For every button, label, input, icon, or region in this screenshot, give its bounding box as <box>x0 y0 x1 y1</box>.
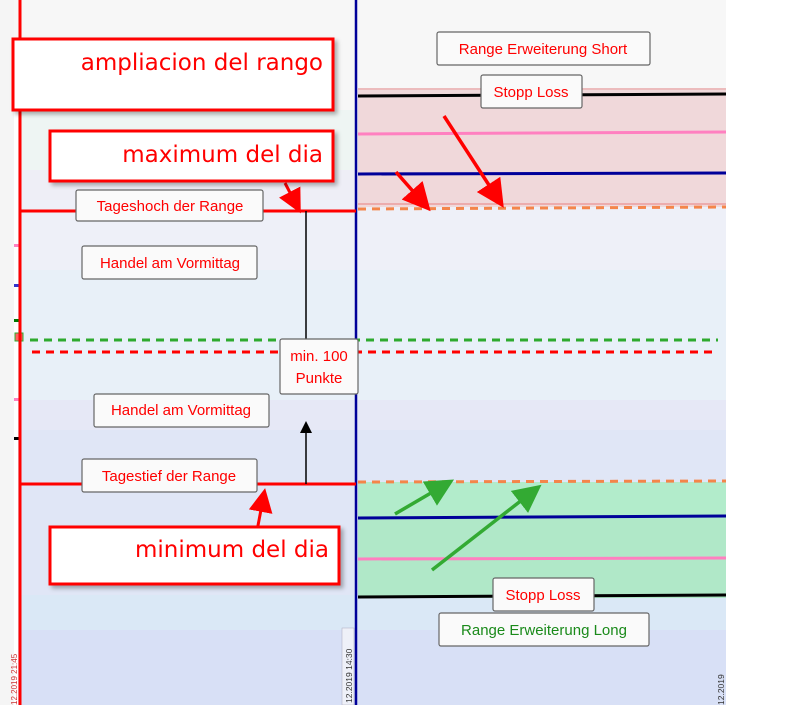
left-axis-strip <box>0 0 14 705</box>
short-pink-line <box>357 130 727 136</box>
long-breakout-dashed <box>357 479 727 484</box>
long-blue-line <box>357 514 727 520</box>
label-range-long: Range Erweiterung Long <box>438 612 650 647</box>
short-blue-line <box>357 171 727 176</box>
tick-mark <box>14 398 19 401</box>
x-label-left: 12.2019 21:45 <box>10 653 19 705</box>
maximum-callout-arrow <box>279 182 301 214</box>
label-min-points-line2: Punkte <box>296 370 343 387</box>
label-range-short: Range Erweiterung Short <box>436 31 651 66</box>
label-handel-top: Handel am Vormittag <box>81 245 258 280</box>
label-range-short-text: Range Erweiterung Short <box>459 41 628 58</box>
label-stopp-loss-bottom: Stopp Loss <box>492 577 595 612</box>
callout-ampliacion-text: ampliacion del rango <box>81 50 323 76</box>
bg-band <box>18 270 726 400</box>
tick-mark <box>14 244 19 247</box>
label-range-long-text: Range Erweiterung Long <box>461 622 627 639</box>
tick-mark <box>14 319 19 322</box>
callout-minimum-text: minimum del dia <box>135 537 329 563</box>
label-handel-bottom-text: Handel am Vormittag <box>111 402 251 419</box>
long-pink-line <box>357 556 727 561</box>
x-label-divider: 12.2019 14:30 <box>341 627 355 706</box>
label-stopp-loss-top: Stopp Loss <box>480 74 583 109</box>
x-tick-label-right: 12.2019 <box>716 674 726 705</box>
tick-mark <box>14 437 19 440</box>
short-arrow-2 <box>442 115 504 208</box>
label-handel-bottom: Handel am Vormittag <box>93 393 270 428</box>
label-stopp-loss-bottom-text: Stopp Loss <box>505 587 580 604</box>
long-arrow-1 <box>394 479 455 516</box>
callout-minimum: minimum del dia <box>48 525 341 586</box>
label-min-points-line1: min. 100 <box>290 348 348 365</box>
label-tagestief: Tagestief der Range <box>81 458 258 493</box>
label-tageshoch: Tageshoch der Range <box>75 189 264 222</box>
label-tagestief-text: Tagestief der Range <box>102 468 236 485</box>
callout-maximum-text: maximum del dia <box>122 142 323 168</box>
tick-mark <box>14 284 19 287</box>
label-tageshoch-text: Tageshoch der Range <box>97 198 244 215</box>
callout-maximum: maximum del dia <box>48 129 335 183</box>
long-arrow-2 <box>430 484 542 572</box>
label-min-points: min. 100 Punkte <box>279 338 359 395</box>
callout-ampliacion: ampliacion del rango <box>11 37 335 112</box>
short-arrow-1 <box>394 170 431 212</box>
label-stopp-loss-top-text: Stopp Loss <box>493 84 568 101</box>
x-tick-label-divider: 12.2019 14:30 <box>344 648 354 703</box>
x-tick-label-left: 12.2019 21:45 <box>10 653 19 705</box>
x-label-right: 12.2019 <box>716 674 726 705</box>
label-handel-top-text: Handel am Vormittag <box>100 255 240 272</box>
